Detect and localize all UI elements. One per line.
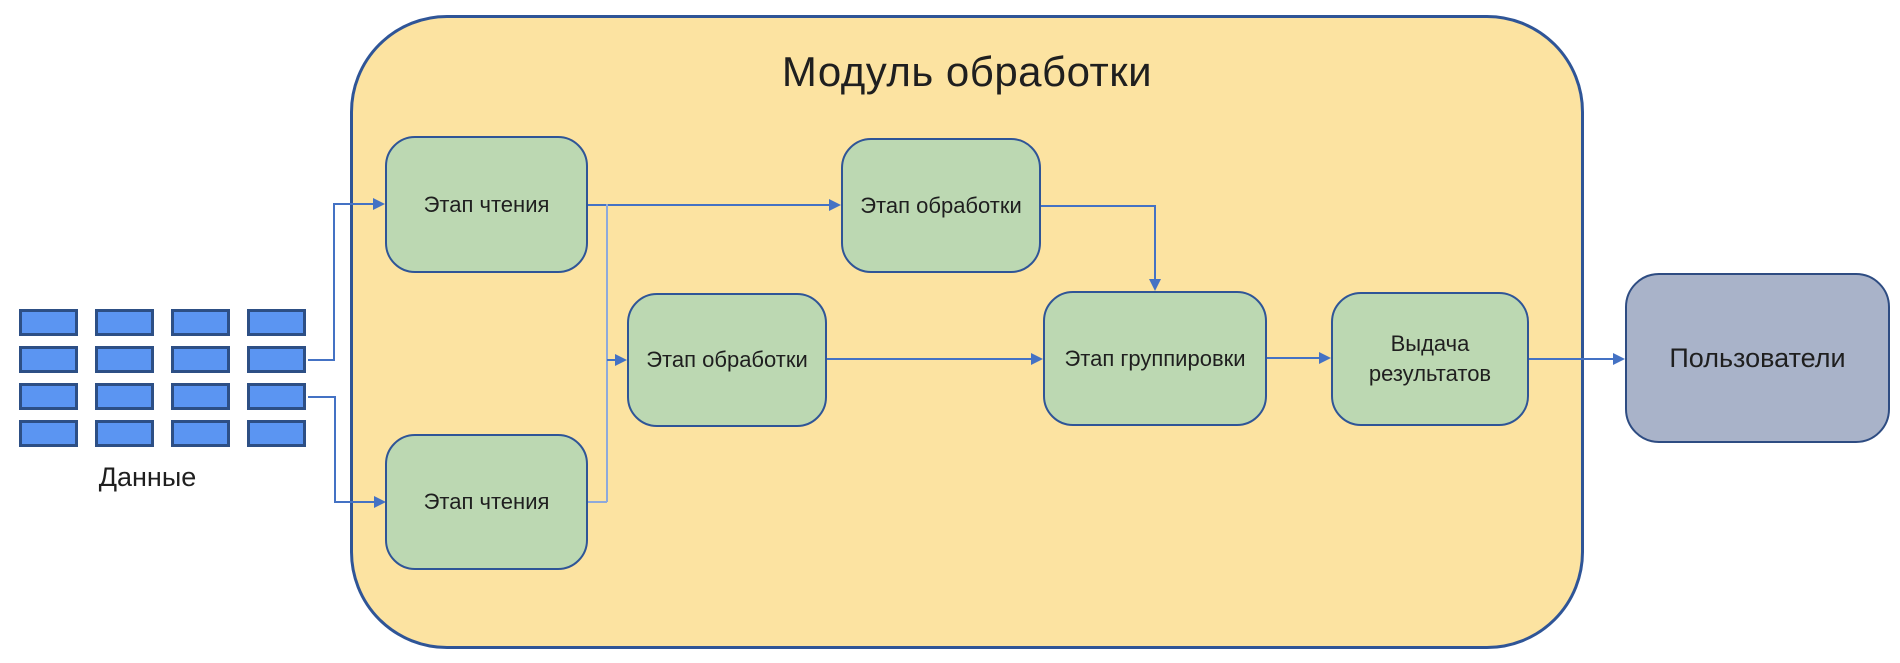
data-rect <box>247 309 306 336</box>
arrowhead-into-proc-mid <box>615 354 627 366</box>
data-rect <box>95 346 154 373</box>
arrowhead-into-output <box>1319 352 1331 364</box>
arrowhead-into-group-top <box>1149 279 1161 291</box>
arrowhead-into-group-left <box>1031 353 1043 365</box>
data-rect <box>95 309 154 336</box>
data-rect <box>171 346 230 373</box>
data-rect <box>247 383 306 410</box>
module-title: Модуль обработки <box>781 48 1153 95</box>
stage-process-top: Этап обработки <box>841 138 1041 273</box>
connector-read-top-to-proc-top <box>588 204 831 206</box>
stage-read-top: Этап чтения <box>385 136 588 273</box>
data-rect <box>19 309 78 336</box>
connector-read-bottom-stub <box>588 501 607 503</box>
connector-group-to-output <box>1267 357 1321 359</box>
connector-proc-top-elbow-h <box>1041 205 1156 207</box>
connector-grid-to-read-bottom-v <box>334 396 336 503</box>
data-rect <box>247 346 306 373</box>
data-rect <box>19 420 78 447</box>
arrowhead-into-read-bottom <box>374 496 386 508</box>
stage-process-middle: Этап обработки <box>627 293 827 427</box>
connector-junction-to-proc-mid <box>607 359 617 361</box>
data-grid <box>19 309 306 447</box>
connector-output-to-users <box>1529 358 1615 360</box>
data-rect <box>19 346 78 373</box>
data-rect <box>19 383 78 410</box>
arrowhead-into-users <box>1613 353 1625 365</box>
stage-grouping: Этап группировки <box>1043 291 1267 426</box>
data-rect <box>95 420 154 447</box>
connector-grid-to-read-bottom-h2 <box>334 501 374 503</box>
connector-proc-mid-to-group <box>827 358 1033 360</box>
data-rect <box>171 383 230 410</box>
data-rect <box>171 420 230 447</box>
stage-read-bottom: Этап чтения <box>385 434 588 570</box>
connector-junction-vertical <box>606 204 608 502</box>
data-rect <box>95 383 154 410</box>
users-box: Пользователи <box>1625 273 1890 443</box>
connector-grid-to-read-bottom-h <box>308 396 336 398</box>
stage-output: Выдача результатов <box>1331 292 1529 426</box>
connector-proc-top-elbow-v <box>1154 205 1156 281</box>
connector-grid-to-read-top-v <box>333 203 335 361</box>
arrowhead-into-read-top <box>373 198 385 210</box>
connector-grid-to-read-top-h <box>308 359 335 361</box>
arrowhead-into-proc-top <box>829 199 841 211</box>
data-rect <box>247 420 306 447</box>
data-rect <box>171 309 230 336</box>
data-label: Данные <box>98 462 197 492</box>
connector-grid-to-read-top-h2 <box>333 203 373 205</box>
